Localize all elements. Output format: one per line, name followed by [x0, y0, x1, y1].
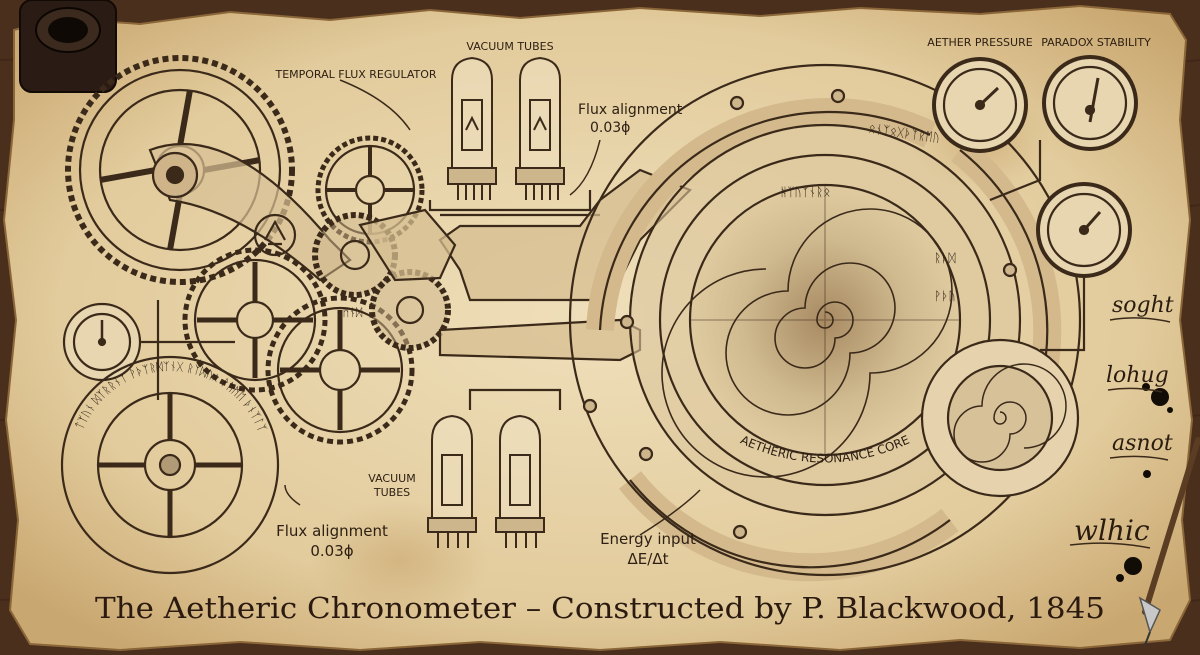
margin-note-2: lohug — [1106, 363, 1169, 388]
label-aether-pressure: AETHER PRESSURE — [927, 36, 1032, 49]
emblem-medallion — [253, 213, 297, 257]
small-gauge-left — [62, 302, 142, 382]
ink-bottle-icon — [19, 0, 117, 93]
label-tubes-bottom-2: TUBES — [373, 486, 410, 499]
quill-pen-icon — [1138, 437, 1200, 646]
runic-wheel-lower-left — [60, 355, 280, 575]
page-title: The Aetheric Chronometer – Constructed b… — [95, 591, 1105, 625]
third-gauge — [1036, 182, 1132, 278]
paradox-stability-gauge — [1042, 55, 1138, 151]
margin-note-3: asnot — [1112, 431, 1173, 456]
rune-band-outer-right-1: ᚱᚦᛞ — [934, 251, 956, 265]
gear-lower-center — [265, 295, 415, 445]
vacuum-tube-top-2 — [515, 56, 565, 200]
gear-middle-left — [182, 247, 328, 393]
brass-plate-joint — [358, 208, 457, 282]
label-temporal-flux-regulator: TEMPORAL FLUX REGULATOR — [274, 68, 436, 81]
label-flux-alignment-top: Flux alignment — [578, 102, 683, 118]
margin-note-1: soght — [1112, 293, 1174, 318]
aether-pressure-gauge — [932, 57, 1028, 153]
callout-arrows — [284, 79, 701, 536]
rune-band-core-top: ᚻᛉᚢᛉᚾᚱᛟ — [780, 185, 830, 199]
margin-note-4: wlhic — [1074, 514, 1150, 547]
label-flux-alignment-bottom: Flux alignment — [276, 522, 388, 540]
rune-band-small-gear: ᚲᛗᚾᛞ — [336, 306, 363, 319]
vacuum-tube-bottom-1 — [427, 414, 477, 548]
small-gear-b — [369, 269, 451, 351]
label-energy-input-value: ΔE/Δt — [628, 550, 669, 568]
label-flux-alignment-top-value: 0.03ϕ — [590, 120, 630, 136]
label-vacuum-tubes-top: VACUUM TUBES — [466, 40, 553, 53]
label-paradox-stability: PARADOX STABILITY — [1041, 36, 1151, 49]
margin-underlines — [1069, 317, 1171, 549]
label-energy-input: Energy input — [600, 530, 696, 548]
resonance-vortex — [661, 185, 960, 478]
vacuum-tube-top-1 — [447, 56, 497, 200]
label-flux-alignment-bottom-value: 0.03ϕ — [310, 542, 353, 560]
runic-wheel-lower-right — [920, 338, 1080, 498]
vacuum-tube-bottom-2 — [495, 414, 545, 548]
rune-band-outer-right-2: ᚹᚦᚢ — [934, 289, 956, 303]
label-vacuum-bottom-1: VACUUM — [368, 472, 415, 485]
